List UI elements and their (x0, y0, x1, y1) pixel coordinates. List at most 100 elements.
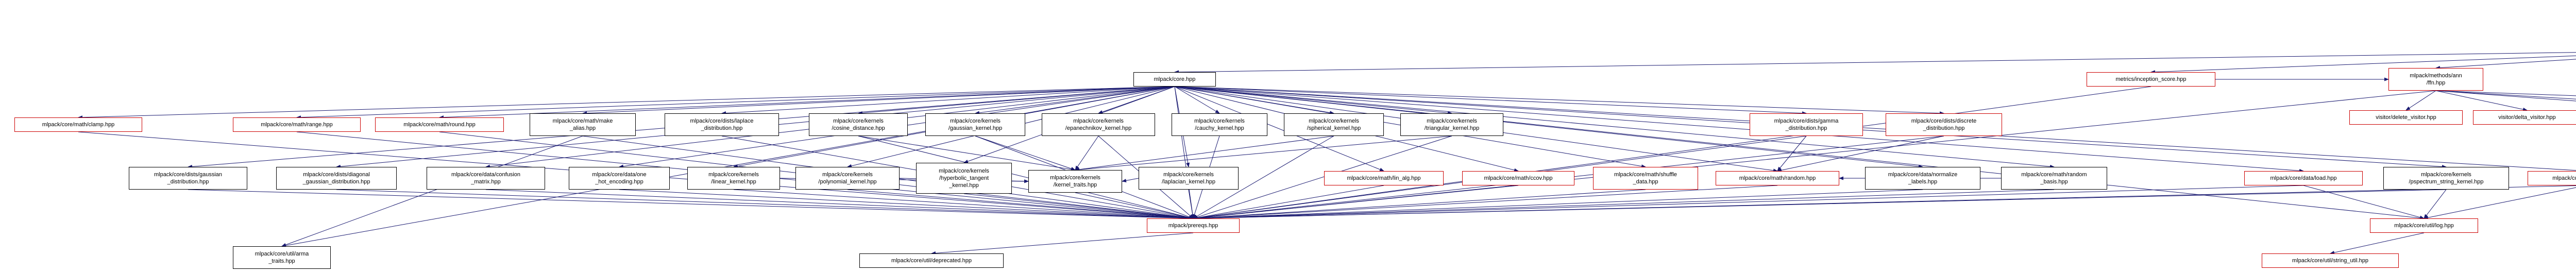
node-label-line: /hyperbolic_tangent (939, 175, 989, 181)
node-label-line: _alias.hpp (569, 125, 596, 131)
node-label-line: mlpack/core/kernels (833, 117, 884, 124)
node-label-line: mlpack/core/kernels (1427, 117, 1477, 124)
node-label-line: /ffn.hpp (2426, 80, 2446, 86)
node-label-line: mlpack/core/data/save.hpp (2552, 175, 2576, 181)
graph-node-deprecated: mlpack/core/util/deprecated.hpp (859, 253, 1004, 268)
node-label-line: visitor/delta_visitor.hpp (2498, 114, 2556, 121)
graph-node-linear: mlpack/core/kernels/linear_kernel.hpp (687, 167, 780, 190)
graph-node-string_util[interactable]: mlpack/core/util/string_util.hpp (2262, 253, 2399, 268)
graph-node-gaussian_d: mlpack/core/dists/gaussian_distribution.… (129, 167, 247, 190)
graph-node-confusion: mlpack/core/data/confusion_matrix.hpp (427, 167, 545, 190)
node-label-line: mlpack/methods/ann (2410, 72, 2462, 79)
node-label-line: mlpack/core/kernels (939, 167, 989, 174)
graph-node-diag: mlpack/core/dists/diagonal_gaussian_dist… (276, 167, 397, 190)
node-label-line: mlpack/core/math/random (2021, 171, 2087, 178)
node-label-line: /gaussian_kernel.hpp (948, 125, 1003, 131)
node-label-line: /pspectrum_string_kernel.hpp (2409, 179, 2484, 185)
node-label-line: /kernel_traits.hpp (1053, 182, 1097, 188)
node-label-line: mlpack/core/dists/gamma (1774, 117, 1839, 124)
node-label-line: mlpack/core/kernels (1163, 171, 1214, 178)
graph-node-pspectrum: mlpack/core/kernels/pspectrum_string_ker… (2383, 167, 2509, 190)
node-label-line: _gaussian_distribution.hpp (302, 179, 370, 185)
node-label-line: mlpack/core/math/ccov.hpp (1484, 175, 1553, 181)
node-label-line: _kernel.hpp (949, 182, 979, 189)
node-label-line: mlpack/core/dists/diagonal (303, 171, 370, 178)
node-label-line: /linear_kernel.hpp (711, 179, 756, 185)
node-label-line: mlpack/core/kernels (2421, 171, 2471, 178)
graph-node-discrete[interactable]: mlpack/core/dists/discrete_distribution.… (1886, 113, 2002, 136)
node-label-line: mlpack/core/math/lin_alg.hpp (1347, 175, 1421, 181)
node-label-line: _labels.hpp (1908, 179, 1938, 185)
graph-node-core: mlpack/core.hpp (1133, 72, 1216, 87)
node-label-line: mlpack/core/dists/discrete (1911, 117, 1977, 124)
graph-node-ffn[interactable]: mlpack/methods/ann/ffn.hpp (2388, 68, 2483, 91)
graph-node-epan: mlpack/core/kernels/epanechnikov_kernel.… (1042, 113, 1155, 136)
node-label-line: /cauchy_kernel.hpp (1195, 125, 1244, 131)
node-label-line: _distribution.hpp (701, 125, 743, 131)
node-label-line: /polynomial_kernel.hpp (818, 179, 877, 185)
graph-node-prereqs[interactable]: mlpack/prereqs.hpp (1147, 218, 1240, 233)
graph-node-random_basis: mlpack/core/math/random_basis.hpp (2001, 167, 2107, 190)
graph-node-make_alias: mlpack/core/math/make_alias.hpp (530, 113, 636, 136)
node-label-line: mlpack/core/util/string_util.hpp (2292, 257, 2368, 264)
graph-node-triangular: mlpack/core/kernels/triangular_kernel.hp… (1400, 113, 1503, 136)
node-label-line: mlpack/core/kernels (708, 171, 759, 178)
graph-node-spherical: mlpack/core/kernels/spherical_kernel.hpp (1284, 113, 1384, 136)
graph-node-v_delta[interactable]: visitor/delta_visitor.hpp (2473, 110, 2576, 125)
node-label-line: _traits.hpp (268, 258, 295, 264)
node-label-line: mlpack/core/dists/gaussian (154, 171, 223, 178)
node-label-line: /epanechnikov_kernel.hpp (1065, 125, 1132, 131)
node-label-line: mlpack/core/util/deprecated.hpp (891, 257, 972, 264)
graph-node-random[interactable]: mlpack/core/math/random.hpp (1716, 171, 1839, 185)
graph-node-gamma[interactable]: mlpack/core/dists/gamma_distribution.hpp (1750, 113, 1863, 136)
node-label-line: mlpack/core/data/confusion (451, 171, 520, 178)
node-label-line: mlpack/core/kernels (950, 117, 1001, 124)
node-label-line: _hot_encoding.hpp (595, 179, 643, 185)
node-label-line: mlpack/core.hpp (1154, 76, 1196, 82)
graph-node-range[interactable]: mlpack/core/math/range.hpp (233, 117, 361, 132)
graph-node-one_hot: mlpack/core/data/one_hot_encoding.hpp (569, 167, 670, 190)
graph-node-load[interactable]: mlpack/core/data/load.hpp (2244, 171, 2363, 185)
graph-node-cosine: mlpack/core/kernels/cosine_distance.hpp (809, 113, 908, 136)
node-label-line: /laplacian_kernel.hpp (1162, 179, 1215, 185)
node-label-line: mlpack/core/math/round.hpp (403, 121, 476, 128)
graph-node-laplacian: mlpack/core/kernels/laplacian_kernel.hpp (1139, 167, 1239, 190)
node-label-line: mlpack/prereqs.hpp (1168, 222, 1218, 229)
graph-node-shuffle[interactable]: mlpack/core/math/shuffle_data.hpp (1593, 167, 1698, 190)
node-label-line: mlpack/core/data/load.hpp (2270, 175, 2337, 181)
node-label-line: mlpack/core/data/normalize (1888, 171, 1958, 178)
node-label-line: mlpack/core/math/make (552, 117, 613, 124)
node-label-line: mlpack/core/kernels (1309, 117, 1359, 124)
graph-node-ccov[interactable]: mlpack/core/math/ccov.hpp (1462, 171, 1574, 185)
graph-node-cauchy: mlpack/core/kernels/cauchy_kernel.hpp (1172, 113, 1267, 136)
graph-node-clamp[interactable]: mlpack/core/math/clamp.hpp (14, 117, 142, 132)
node-label-line: /spherical_kernel.hpp (1307, 125, 1361, 131)
node-label-line: mlpack/core/kernels (1073, 117, 1124, 124)
graph-node-log[interactable]: mlpack/core/util/log.hpp (2370, 218, 2478, 233)
node-label-line: mlpack/core/kernels (822, 171, 873, 178)
graph-node-lin_alg[interactable]: mlpack/core/math/lin_alg.hpp (1324, 171, 1444, 185)
graph-node-v_delete[interactable]: visitor/delete_visitor.hpp (2349, 110, 2463, 125)
node-label-line: /triangular_kernel.hpp (1424, 125, 1480, 131)
node-label-line: _distribution.hpp (167, 179, 209, 185)
node-label-line: mlpack/core/math/shuffle (1614, 171, 1677, 178)
graph-node-kernel_traits: mlpack/core/kernels/kernel_traits.hpp (1028, 170, 1122, 193)
node-label-line: _distribution.hpp (1923, 125, 1965, 131)
graph-node-round[interactable]: mlpack/core/math/round.hpp (375, 117, 504, 132)
node-label-line: _basis.hpp (2040, 179, 2068, 185)
node-label-line: mlpack/core/kernels (1194, 117, 1245, 124)
node-label-line: metrics/inception_score.hpp (2115, 76, 2187, 82)
graph-node-poly: mlpack/core/kernels/polynomial_kernel.hp… (795, 167, 900, 190)
node-label-line: mlpack/core/kernels (1050, 174, 1100, 181)
node-label-line: mlpack/core/dists/laplace (690, 117, 754, 124)
graph-node-hyper: mlpack/core/kernels/hyperbolic_tangent_k… (916, 163, 1012, 194)
node-label-line: /cosine_distance.hpp (832, 125, 885, 131)
node-label-line: mlpack/core/math/random.hpp (1739, 175, 1816, 181)
graph-node-inception[interactable]: metrics/inception_score.hpp (2087, 72, 2215, 87)
graph-node-save[interactable]: mlpack/core/data/save.hpp (2528, 171, 2576, 185)
node-label-line: mlpack/core/data/one (592, 171, 647, 178)
node-label-line: _distribution.hpp (1785, 125, 1827, 131)
node-label-line: mlpack/core/math/range.hpp (261, 121, 333, 128)
